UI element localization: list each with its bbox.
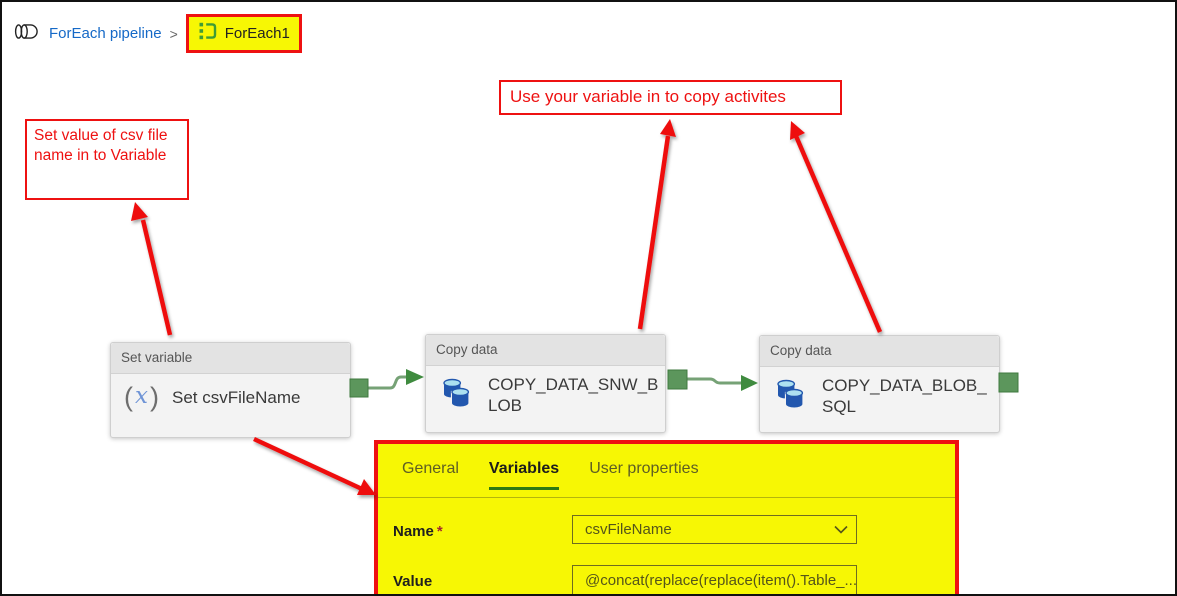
activity-type-label: Copy data: [760, 336, 999, 367]
output-port[interactable]: [349, 378, 369, 398]
activity-node-set-variable[interactable]: Set variable (x) Set csvFileName: [110, 342, 351, 438]
breadcrumb-separator: >: [169, 25, 178, 42]
tab-general[interactable]: General: [402, 460, 459, 477]
foreach-icon: [198, 21, 218, 46]
chevron-down-icon: [834, 525, 848, 534]
properties-panel: General Variables User properties Name* …: [374, 440, 959, 594]
breadcrumb-pipeline-link[interactable]: ForEach pipeline: [49, 25, 162, 42]
copy-data-icon: [773, 377, 809, 416]
output-port[interactable]: [667, 369, 688, 390]
variable-name-dropdown[interactable]: csvFileName: [572, 515, 857, 544]
required-marker: *: [436, 523, 443, 540]
annotation-arrows: [131, 119, 883, 495]
activity-type-label: Set variable: [111, 343, 350, 374]
success-connector-1: [368, 369, 424, 390]
tab-user-properties[interactable]: User properties: [589, 460, 699, 477]
panel-tabs: General Variables User properties: [402, 460, 699, 490]
activity-type-label: Copy data: [426, 335, 665, 366]
value-field-label: Value: [393, 573, 433, 590]
breadcrumb-activity-label: ForEach1: [224, 25, 290, 42]
tabs-divider: [378, 497, 955, 498]
breadcrumb-foreach-chip[interactable]: ForEach1: [185, 14, 302, 53]
variable-name-value: csvFileName: [585, 521, 672, 538]
set-variable-icon: (x): [124, 382, 159, 412]
annotation-copy-note: Use your variable in to copy activites: [499, 80, 842, 115]
tab-variables[interactable]: Variables: [488, 460, 560, 490]
activity-name: Set csvFileName: [171, 387, 301, 407]
pipeline-icon: [14, 23, 41, 45]
copy-data-icon: [439, 376, 475, 415]
name-field-label: Name*: [393, 523, 443, 540]
activity-node-copy-blob-sql[interactable]: Copy data COPY_DATA_BLOB_SQL: [759, 335, 1000, 433]
output-port[interactable]: [998, 372, 1019, 393]
annotation-set-variable-note: Set value of csv file name in to Variabl…: [25, 119, 189, 200]
variable-value-input[interactable]: @concat(replace(replace(item().Table_...: [572, 565, 857, 594]
activity-name: COPY_DATA_SNW_BLOB: [488, 375, 659, 416]
activity-name: COPY_DATA_BLOB_SQL: [822, 376, 987, 417]
activity-node-copy-snw-blob[interactable]: Copy data COPY_DATA_SNW_BLOB: [425, 334, 666, 433]
breadcrumb: ForEach pipeline > ForEach1: [14, 14, 302, 53]
success-connector-2: [687, 375, 758, 391]
